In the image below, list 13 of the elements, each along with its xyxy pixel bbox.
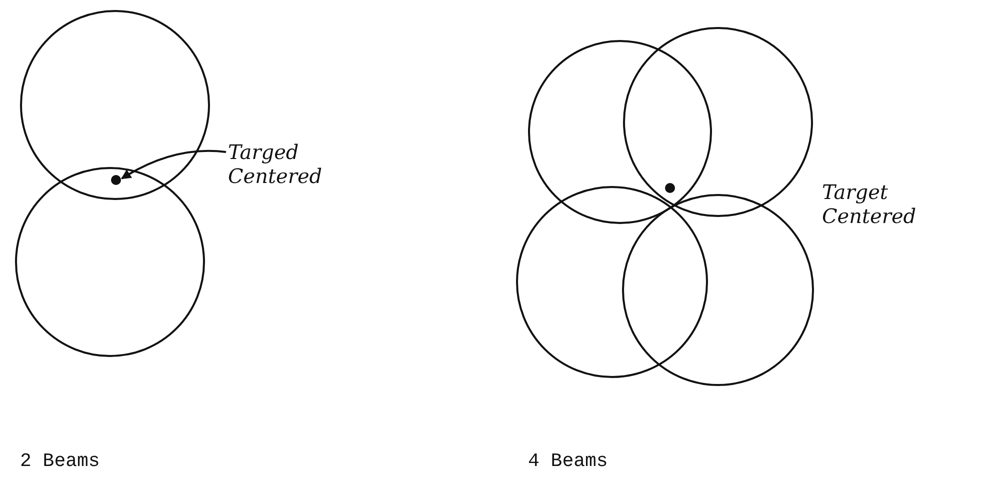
leader-arrow: [120, 150, 226, 180]
beam-circle: [528, 40, 712, 224]
caption: 2 Beams: [20, 450, 100, 472]
target-dot: [665, 183, 675, 193]
beam-circle: [623, 27, 813, 217]
caption: 4 Beams: [528, 450, 608, 472]
target-dot: [111, 175, 121, 185]
beam-circle: [516, 186, 708, 378]
beam-circle: [15, 167, 205, 357]
annotation-text: Target Centered: [822, 180, 918, 228]
beam-circle: [20, 10, 210, 200]
annotation-text: Targed Centered: [228, 140, 338, 188]
beam-circle: [622, 194, 814, 386]
